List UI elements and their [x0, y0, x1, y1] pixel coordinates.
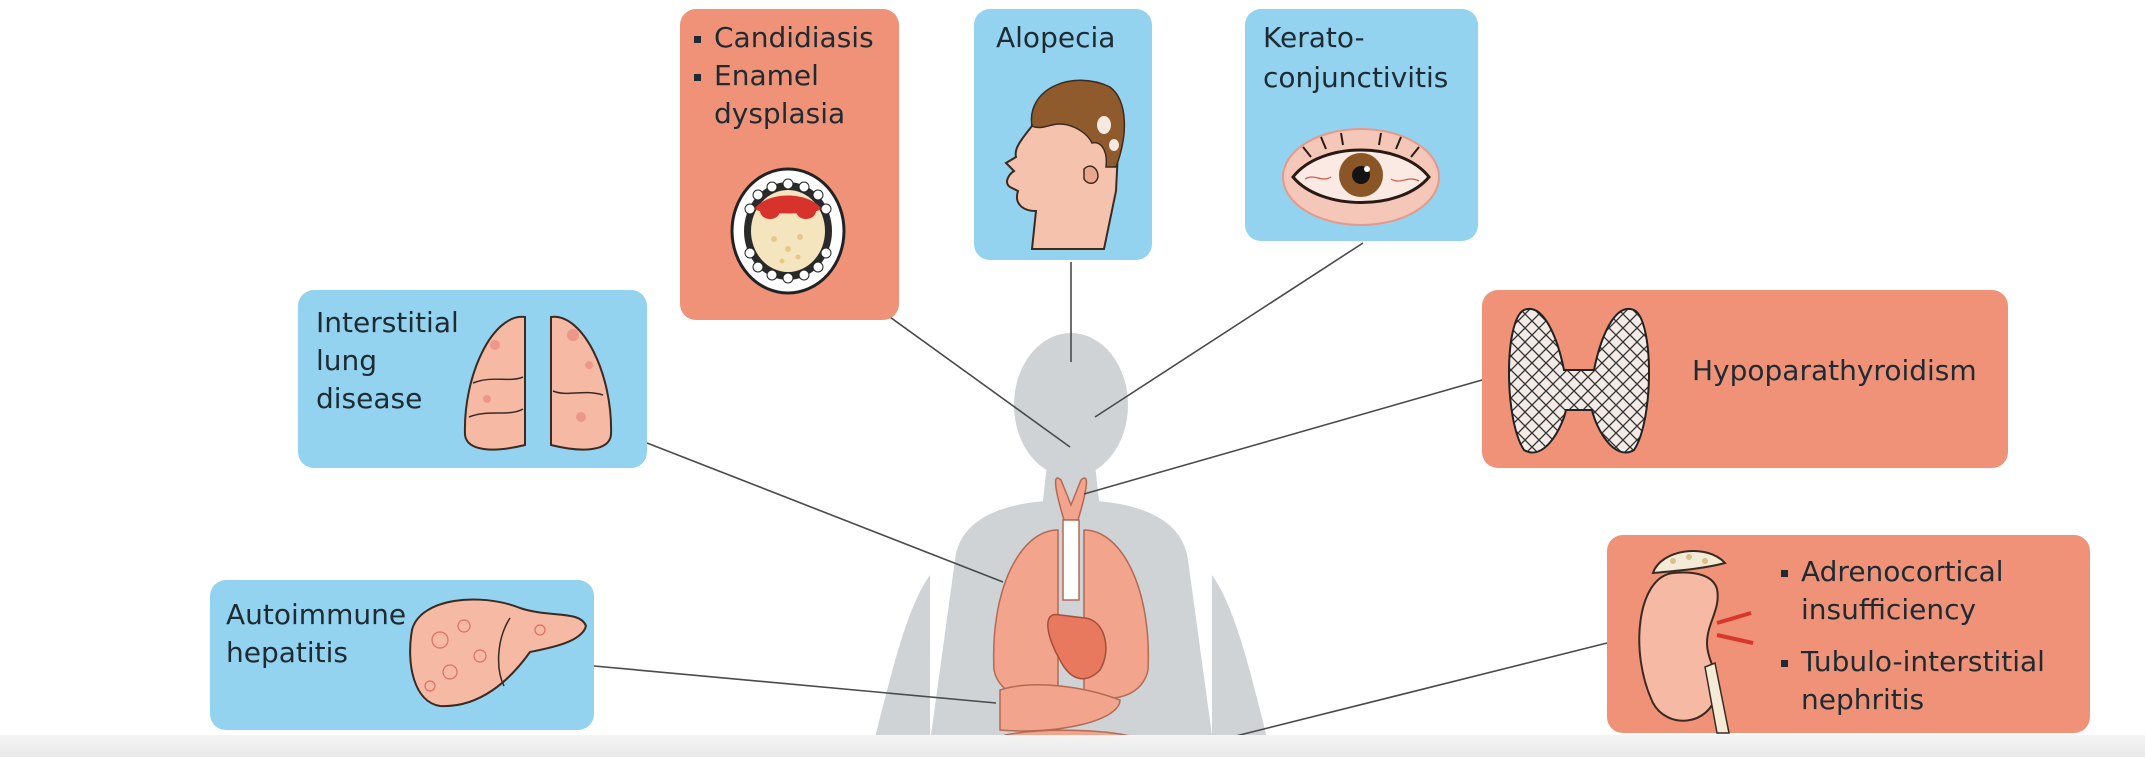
eye-icon — [1281, 127, 1441, 227]
condition-kerato-line2: conjunctivitis — [1263, 59, 1448, 97]
kidney-adrenal-icon — [1633, 543, 1763, 733]
callout-alopecia: Alopecia — [974, 9, 1152, 260]
condition-hypoparathyroidism: Hypoparathyroidism — [1692, 352, 1977, 390]
callout-liver: Autoimmune hepatitis — [210, 580, 594, 730]
condition-liver-line2: hepatitis — [226, 634, 348, 672]
callout-kidney: Adrenocortical insufficiency Tubulo-inte… — [1607, 535, 2090, 733]
condition-tubulo-interstitial-nephritis: Tubulo-interstitial nephritis — [1779, 643, 2045, 719]
lungs-icon — [453, 305, 623, 455]
callout-lung: Interstitial lung disease — [298, 290, 647, 468]
kidney-conditions: Adrenocortical insufficiency Tubulo-inte… — [1779, 553, 2045, 719]
condition-liver-line1: Autoimmune — [226, 596, 406, 634]
condition-candidiasis: Candidiasis — [692, 19, 874, 57]
head-profile-icon — [992, 71, 1132, 251]
condition-alopecia: Alopecia — [996, 19, 1115, 57]
oral-conditions: Candidiasis Enamel dysplasia — [692, 19, 874, 133]
callout-thyroid: Hypoparathyroidism — [1482, 290, 2008, 468]
thyroid-gland-icon — [1504, 300, 1654, 460]
condition-kerato-line1: Kerato- — [1263, 19, 1365, 57]
callout-oral: Candidiasis Enamel dysplasia — [680, 9, 899, 320]
condition-enamel-dysplasia: Enamel dysplasia — [692, 57, 874, 133]
callout-keratoconjunctivitis: Kerato- conjunctivitis — [1245, 9, 1478, 241]
condition-adrenocortical-insufficiency: Adrenocortical insufficiency — [1779, 553, 2045, 629]
condition-lung-line1: Interstitial — [316, 304, 459, 342]
condition-lung-line2: lung — [316, 342, 377, 380]
open-mouth-icon — [728, 169, 848, 299]
bottom-edge-shadow — [0, 735, 2145, 757]
condition-lung-line3: disease — [316, 380, 422, 418]
liver-icon — [400, 590, 590, 720]
